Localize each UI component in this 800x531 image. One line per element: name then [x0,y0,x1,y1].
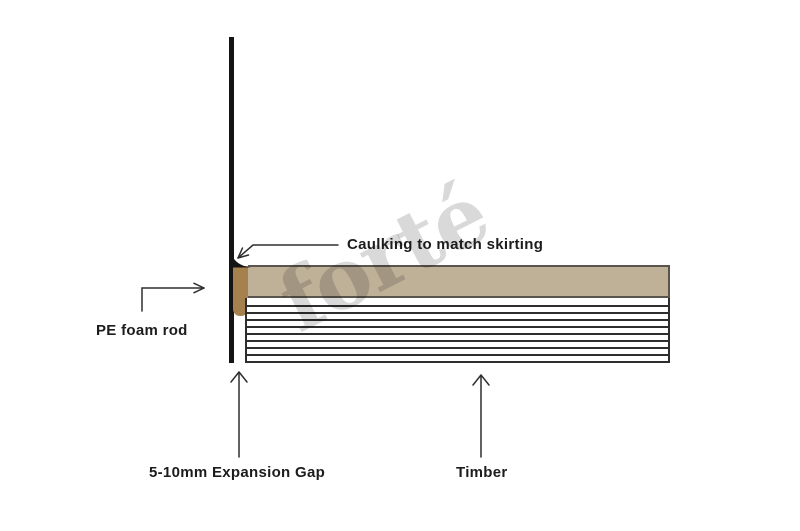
caulking-bead [229,246,251,268]
core-lamination-line [247,333,668,335]
core-lamination-line [247,340,668,342]
timber-label: Timber [456,464,508,481]
foam-rod-arrow [141,287,205,312]
timber-top-layer [248,265,670,298]
timber-core [245,298,670,363]
pe-foam-rod-label: PE foam rod [96,322,188,339]
timber-arrowhead [472,374,490,386]
expansion-gap-arrowhead [230,371,248,383]
core-lamination-line [247,312,668,314]
core-lamination-line [247,347,668,349]
foam-rod-arrowhead [193,282,205,294]
core-lamination-line [247,319,668,321]
pe-foam-rod-shape [233,266,248,316]
core-lamination-line [247,326,668,328]
expansion-gap-label: 5-10mm Expansion Gap [149,464,326,481]
core-lamination-line [247,305,668,307]
caulking-arrowhead [237,247,250,259]
wall-skirting-line [229,37,234,363]
caulking-label: Caulking to match skirting [347,236,544,253]
core-lamination-line [247,354,668,356]
caulking-arrow [237,244,339,259]
